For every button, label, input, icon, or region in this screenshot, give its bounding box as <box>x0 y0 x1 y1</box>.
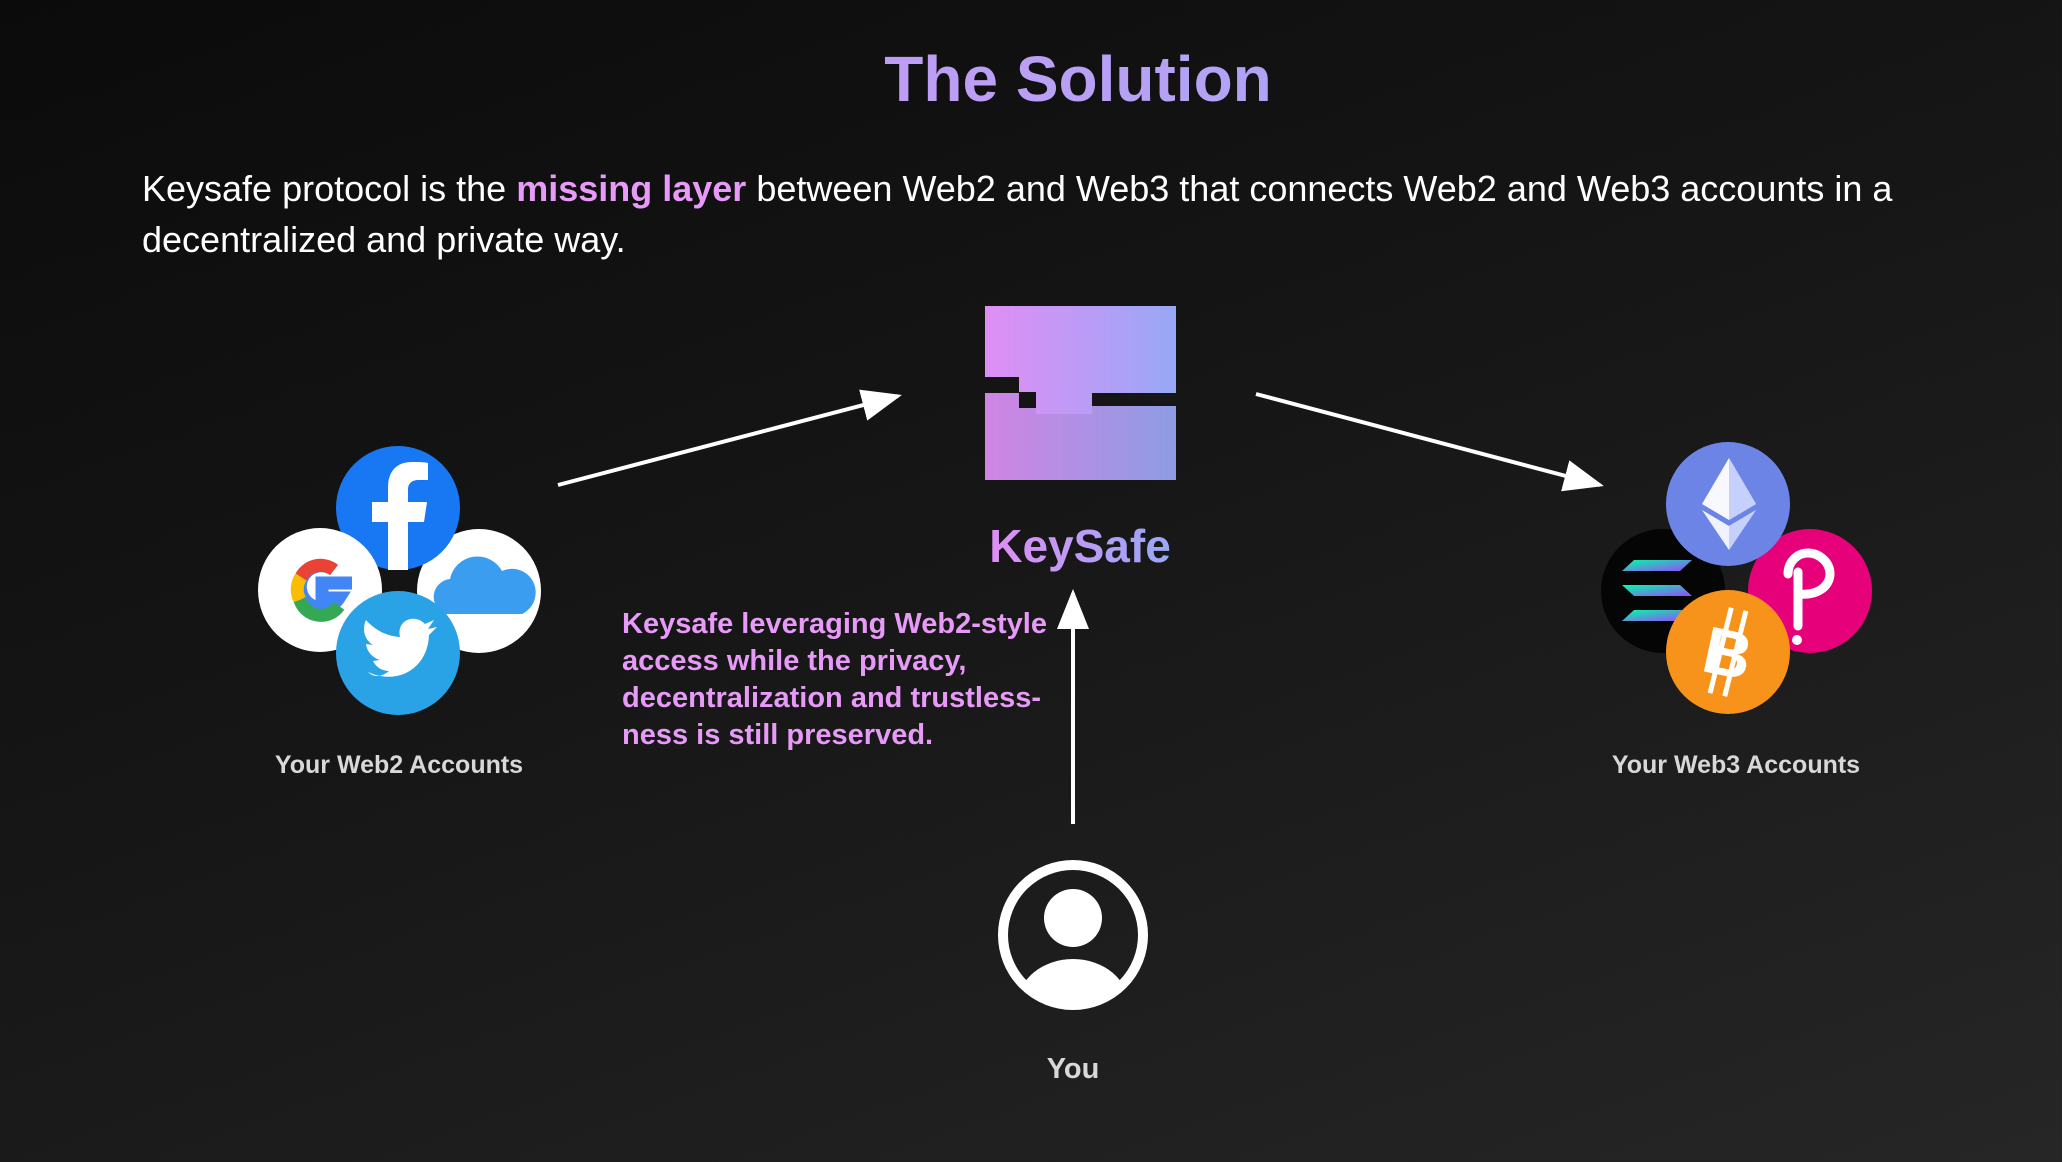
intro-highlight: missing layer <box>516 168 747 209</box>
ethereum-icon <box>1666 442 1790 566</box>
web3-accounts-cluster: B <box>1601 442 1872 714</box>
you-label: You <box>1047 1053 1100 1085</box>
web2-accounts-cluster <box>258 446 541 715</box>
arrow-keysafe-to-web3 <box>1255 392 1604 492</box>
keysafe-brand-label: KeySafe <box>989 520 1171 572</box>
twitter-icon <box>336 591 460 715</box>
intro-text-end: between Web2 and Web3 that connects Web2… <box>142 168 1893 260</box>
intro-text: Keysafe protocol is the missing layer be… <box>142 163 1972 265</box>
web2-label: Your Web2 Accounts <box>275 751 523 779</box>
bitcoin-icon: B <box>1666 590 1790 714</box>
arrow-web2-to-keysafe <box>557 389 902 487</box>
intro-text-start: Keysafe protocol is the <box>142 168 517 209</box>
keysafe-logo-icon <box>985 306 1176 480</box>
slide-title: The Solution <box>0 42 2062 116</box>
user-avatar-icon <box>998 860 1148 1010</box>
facebook-icon <box>336 446 460 570</box>
web3-label: Your Web3 Accounts <box>1612 751 1860 779</box>
keysafe-note: Keysafe leveraging Web2-style access whi… <box>622 608 1047 751</box>
